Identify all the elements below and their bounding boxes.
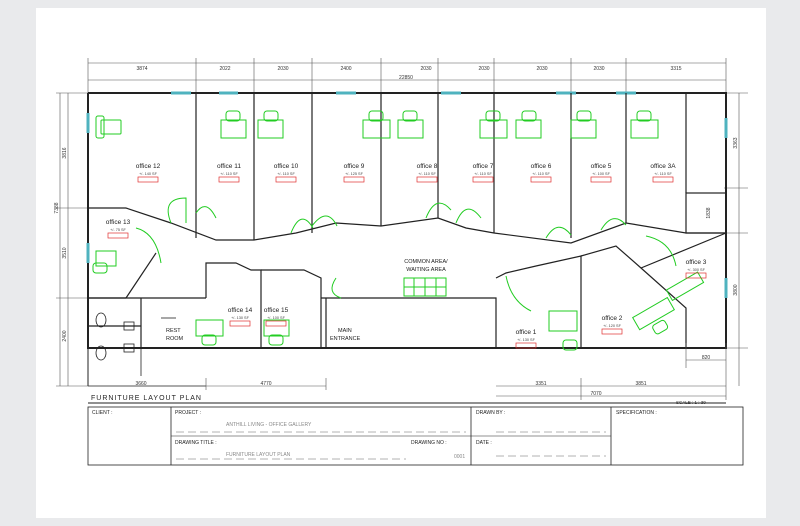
restroom-fixtures (88, 312, 206, 387)
main-entrance-label-1: MAIN (338, 328, 352, 334)
office-10-tag (275, 176, 297, 183)
top-dimensions (87, 58, 727, 96)
drawing-scale: SCALE : 1 : 30 (676, 400, 706, 405)
dim-top-4: 2400 (340, 66, 351, 72)
date-label: DATE : (476, 440, 492, 446)
office-13-area: +/- 75 SF (110, 228, 126, 232)
office-8-name: office 8 (417, 163, 438, 170)
office-12-area: +/- 140 SF (139, 172, 158, 176)
office-13-tag (107, 232, 129, 239)
office-7-name: office 7 (473, 163, 494, 170)
dim-left-3: 3510 (62, 247, 68, 258)
dim-top-1: 3874 (136, 66, 147, 72)
drawing-title-value: FURNITURE LAYOUT PLAN (226, 452, 291, 458)
dim-bottom-2: 4770 (260, 381, 271, 387)
office-3-tag (685, 272, 707, 279)
office-14-area: +/- 130 SF (231, 316, 250, 320)
office-2-name: office 2 (602, 315, 623, 322)
office-15-name: office 15 (264, 307, 289, 314)
office-14-name: office 14 (228, 307, 253, 314)
dim-right-2: 1838 (706, 207, 712, 218)
floor-plan-drawing: 3874 2022 2030 2400 2030 2030 2030 2030 … (54, 58, 748, 466)
office-13-name: office 13 (106, 219, 131, 226)
office-6-area: +/- 110 SF (532, 172, 550, 176)
left-dimensions (56, 92, 88, 387)
drawing-no-value: 0001 (454, 454, 465, 460)
client-label: CLIENT : (92, 410, 112, 416)
rest-room-label-1: REST (166, 328, 181, 334)
office-11-tag (218, 176, 240, 183)
office-12-tag (137, 176, 159, 183)
dim-left-1: 3816 (62, 147, 68, 158)
dim-left-4: 2400 (62, 330, 68, 341)
dim-top-3: 2030 (277, 66, 288, 72)
office-6-tag (530, 176, 552, 183)
office-15-tag (265, 320, 287, 327)
main-entrance-label-2: ENTRANCE (330, 336, 361, 342)
office-3-name: office 3 (686, 259, 707, 266)
office-8-tag (416, 176, 438, 183)
common-area-label-1: COMMON AREA/ (404, 259, 448, 265)
drawing-no-label: DRAWING NO : (411, 440, 447, 446)
office-1-name: office 1 (516, 329, 537, 336)
outer-walls (87, 92, 727, 386)
drawing-title-label: DRAWING TITLE : (175, 440, 217, 446)
office-11-area: +/- 110 SF (220, 172, 238, 176)
drawn-by-label: DRAWN BY : (476, 410, 505, 416)
dim-bottom-5: 7070 (590, 391, 601, 397)
office-9-area: +/- 125 SF (345, 172, 364, 176)
title-block: FURNITURE LAYOUT PLAN SCALE : 1 : 30 CLI… (87, 395, 744, 466)
dim-top-9: 3315 (670, 66, 681, 72)
office-9-tag (343, 176, 365, 183)
office-2-area: +/- 120 SF (603, 324, 622, 328)
office-8-area: +/- 110 SF (418, 172, 436, 176)
dim-top-6: 2030 (478, 66, 489, 72)
common-area-label-2: WAITING AREA (406, 267, 446, 273)
office-3a-tag (652, 176, 674, 183)
office-2-tag (601, 328, 623, 335)
drawing-sheet: 3874 2022 2030 2400 2030 2030 2030 2030 … (36, 8, 766, 518)
office-6-name: office 6 (531, 163, 552, 170)
dim-top-5: 2030 (420, 66, 431, 72)
furniture (92, 110, 705, 351)
interior-walls (88, 93, 727, 348)
project-label: PROJECT : (175, 410, 201, 416)
rest-room-label-2: ROOM (166, 336, 184, 342)
office-3-area: +/- 300 SF (687, 268, 706, 272)
specification-label: SPECIFICATION : (616, 410, 657, 416)
dim-bottom-6: 820 (702, 355, 711, 361)
dim-bottom-4: 3851 (635, 381, 646, 387)
office-11-name: office 11 (217, 163, 241, 170)
office-12-name: office 12 (136, 163, 161, 170)
office-9-name: office 9 (344, 163, 365, 170)
dim-left-2: 7388 (54, 202, 60, 213)
dim-top-7: 2030 (536, 66, 547, 72)
room-labels: office 12 +/- 140 SF office 11 +/- 110 S… (106, 163, 707, 349)
dim-overall: 22850 (399, 75, 413, 81)
office-7-area: +/- 110 SF (474, 172, 492, 176)
office-7-tag (472, 176, 494, 183)
office-3a-name: office 3A (650, 163, 676, 170)
dim-bottom-3: 3351 (535, 381, 546, 387)
office-1-area: +/- 130 SF (517, 338, 536, 342)
office-10-area: +/- 110 SF (277, 172, 295, 176)
project-value: ANTHILL LIVING - OFFICE GALLERY (226, 422, 312, 428)
dim-right-1: 3363 (733, 137, 739, 148)
office-1-tag (515, 342, 537, 349)
dim-top-8: 2030 (593, 66, 604, 72)
dim-top-2: 2022 (219, 66, 230, 72)
office-10-name: office 10 (274, 163, 299, 170)
office-15-area: +/- 100 SF (267, 316, 286, 320)
office-3a-area: +/- 110 SF (654, 172, 672, 176)
dim-bottom-1: 3660 (135, 381, 146, 387)
drawing-heading: FURNITURE LAYOUT PLAN (91, 395, 202, 402)
dim-right-3: 3800 (733, 284, 739, 295)
doors (135, 197, 677, 312)
right-dimensions (724, 92, 748, 386)
bottom-dimensions (88, 343, 727, 400)
office-5-tag (590, 176, 612, 183)
office-5-area: +/- 100 SF (592, 172, 611, 176)
office-14-tag (229, 320, 251, 327)
office-5-name: office 5 (591, 163, 612, 170)
